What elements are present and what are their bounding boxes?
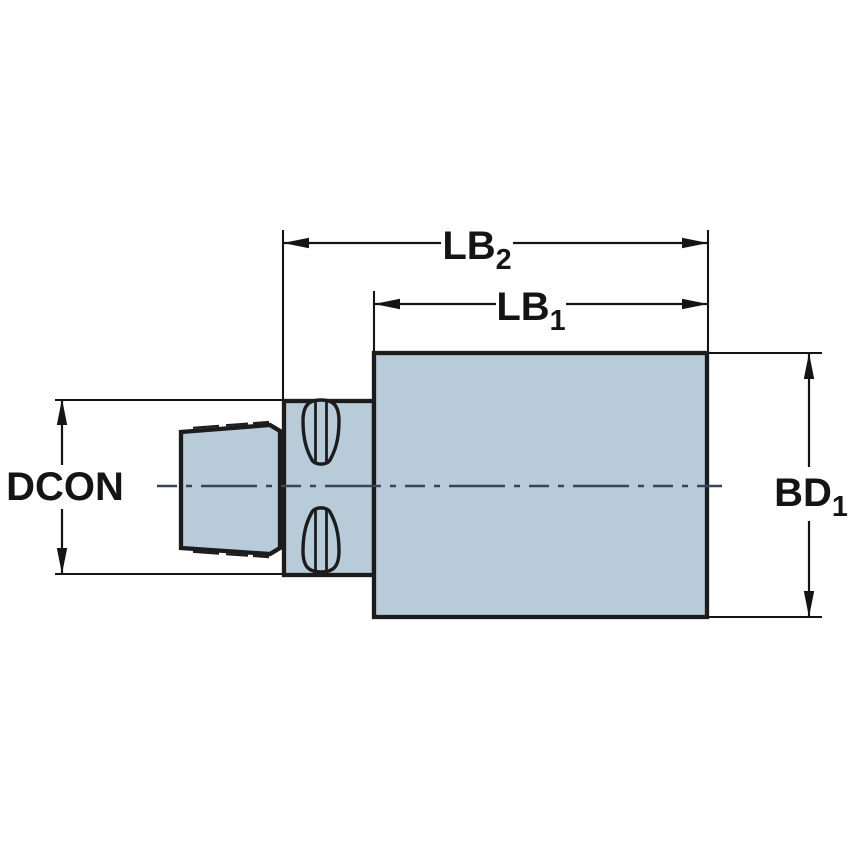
arrowhead-dcon-top [56, 399, 68, 425]
extension-lines [55, 230, 822, 619]
taper-serrations [192, 420, 270, 559]
coupling-taper [178, 422, 283, 557]
dimension-label-lb2: LB2 [442, 224, 511, 274]
serration-top-3 [252, 420, 270, 425]
arrowhead-lb2-left [283, 237, 309, 249]
clamp-screw-top [301, 398, 341, 466]
label-lb2-subscript: 2 [495, 243, 512, 276]
arrowhead-dcon-bottom [56, 548, 68, 574]
label-bd1-subscript: 1 [831, 490, 848, 523]
dimension-label-bd1: BD1 [774, 471, 848, 521]
serration-bottom-1 [192, 550, 220, 555]
serration-bottom-3 [252, 554, 270, 559]
label-lb1-main: LB [496, 285, 550, 329]
arrowhead-bd1-top [803, 353, 815, 379]
dimension-bd1 [803, 353, 815, 617]
arrowhead-lb1-right [682, 298, 708, 310]
arrowhead-lb2-right [682, 237, 708, 249]
dimension-label-lb1: LB1 [496, 285, 565, 335]
serration-top-1 [192, 424, 220, 429]
serration-bottom-2 [225, 553, 249, 557]
arrowhead-lb1-left [374, 298, 400, 310]
dimension-label-dcon: DCON [6, 467, 124, 507]
dimension-lb2 [283, 237, 708, 249]
arrowhead-bd1-bottom [803, 591, 815, 617]
serration-top-2 [225, 422, 249, 427]
label-dcon-main: DCON [6, 465, 124, 509]
dimension-lb1 [374, 298, 708, 310]
screw-bottom-outline [301, 506, 341, 574]
screw-top-outline [301, 398, 341, 466]
label-lb1-subscript: 1 [549, 304, 566, 337]
label-lb2-main: LB [442, 224, 496, 268]
clamp-screw-bottom [301, 506, 341, 574]
label-bd1-main: BD [774, 471, 832, 515]
dimension-dcon [56, 399, 68, 574]
